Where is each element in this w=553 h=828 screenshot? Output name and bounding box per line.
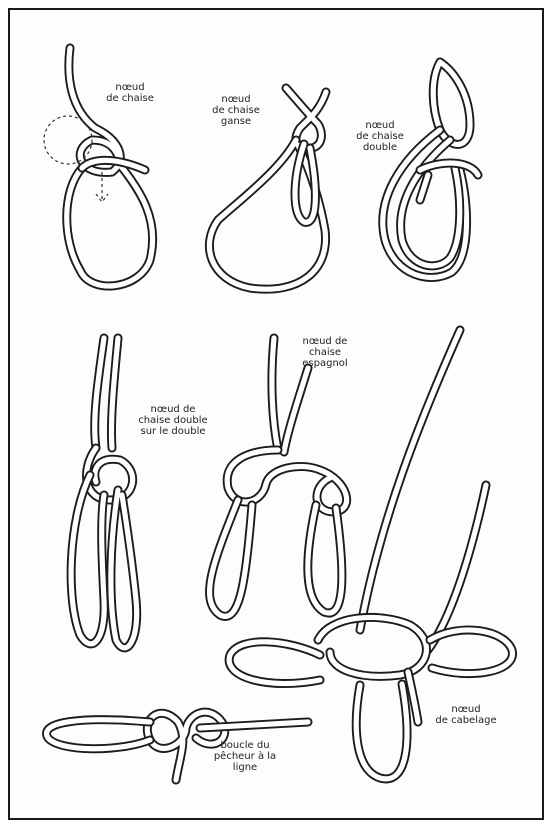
label-cabestan: nœud de cabelage [428,704,504,726]
knot-double-bowline [383,62,478,277]
label-bowline-bight: nœud de chaise ganse [203,94,269,127]
knot-bowline-on-bight [71,338,137,648]
label-fisherman-loop: boucle du pêcheur à la ligne [205,740,285,773]
label-spanish-bowline: nœud de chaise espagnol [290,336,360,369]
label-bowline-on-bight: nœud de chaise double sur le double [128,404,218,437]
knot-spanish-bowline [210,338,347,616]
label-double-bowline: nœud de chaise double [345,120,415,153]
label-bowline: nœud de chaise [100,82,160,104]
